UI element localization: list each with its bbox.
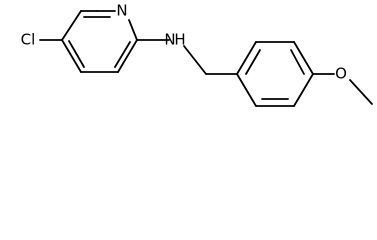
double-bond-c2-c3 (114, 41, 131, 68)
benzene-bond-4 (293, 73, 314, 107)
benzene-bond-6 (236, 73, 257, 107)
chlorine-label: Cl (21, 31, 36, 49)
benzene-bond-3 (293, 41, 314, 75)
amine-nitrogen-label: N (164, 31, 175, 49)
bond-nh-ch2 (183, 45, 207, 75)
benzene-bond-1 (236, 41, 257, 75)
bond-c5-c6 (61, 10, 82, 41)
molecule-drawing: Cl N N H O (21, 2, 373, 107)
benzene-inner-1 (245, 49, 261, 75)
pyridine-ring (61, 10, 138, 73)
pyridine-nitrogen-label: N (116, 2, 127, 20)
amine-hydrogen-label: H (174, 31, 185, 49)
bond-c2-c3 (117, 39, 138, 73)
benzene-ring (236, 41, 314, 107)
structure-canvas: Cl N N H O (0, 0, 377, 115)
bond-n1-c2 (128, 19, 138, 41)
bond-o-ch3 (349, 79, 373, 105)
bond-c4-c5 (61, 39, 82, 73)
benzene-inner-2 (290, 49, 305, 75)
methoxy-oxygen-label: O (335, 65, 347, 83)
double-bond-c4-c5 (68, 40, 85, 68)
